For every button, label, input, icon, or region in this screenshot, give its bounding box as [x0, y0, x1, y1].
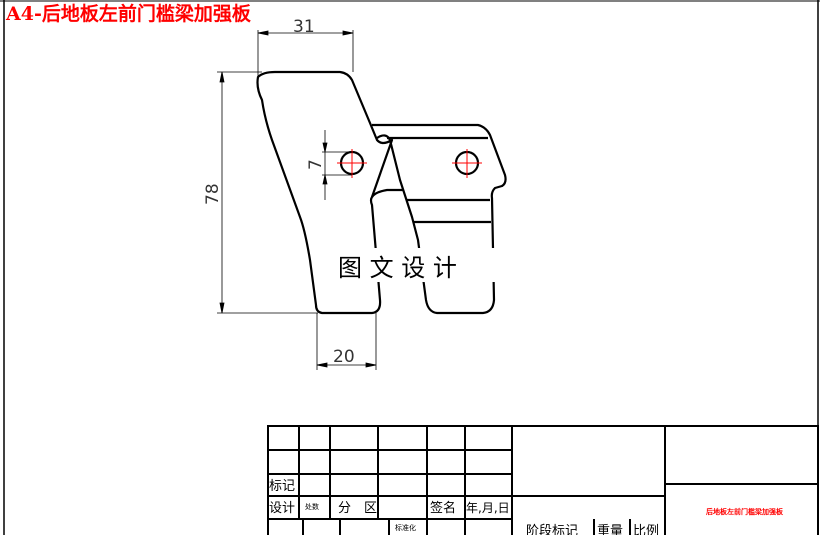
watermark-box: [335, 248, 497, 282]
inner-edge: [371, 188, 403, 198]
tb-signature: 签名: [430, 500, 456, 516]
tb-standardization: 标准化: [395, 523, 416, 532]
center-marks: [337, 149, 482, 178]
dim-height: 78: [203, 183, 223, 205]
right-flange: [372, 123, 507, 315]
tb-weight: 重量: [597, 523, 623, 535]
drawing-title: A4-后地板左前门槛梁加强板: [5, 2, 252, 25]
tb-design: 设计: [269, 501, 295, 516]
tb-stage-mark: 阶段标记: [526, 524, 578, 535]
tb-scale: 比例: [633, 524, 659, 535]
tb-drawing-name: 后地板左前门槛梁加强板: [706, 507, 784, 516]
title-block: [267, 425, 819, 535]
dim-bottom: 20: [333, 347, 355, 367]
tb-count: 处数: [305, 502, 319, 511]
tb-date: 年,月,日: [466, 501, 510, 515]
watermark: 图 文 设 计: [338, 254, 457, 282]
dimension-lines: [217, 30, 377, 370]
left-flange: [256, 70, 394, 315]
dim-width: 31: [293, 17, 315, 37]
tb-zone: 分 区: [338, 501, 377, 516]
tb-mark: 标记: [269, 479, 295, 494]
dim-hole: 7: [306, 159, 326, 170]
